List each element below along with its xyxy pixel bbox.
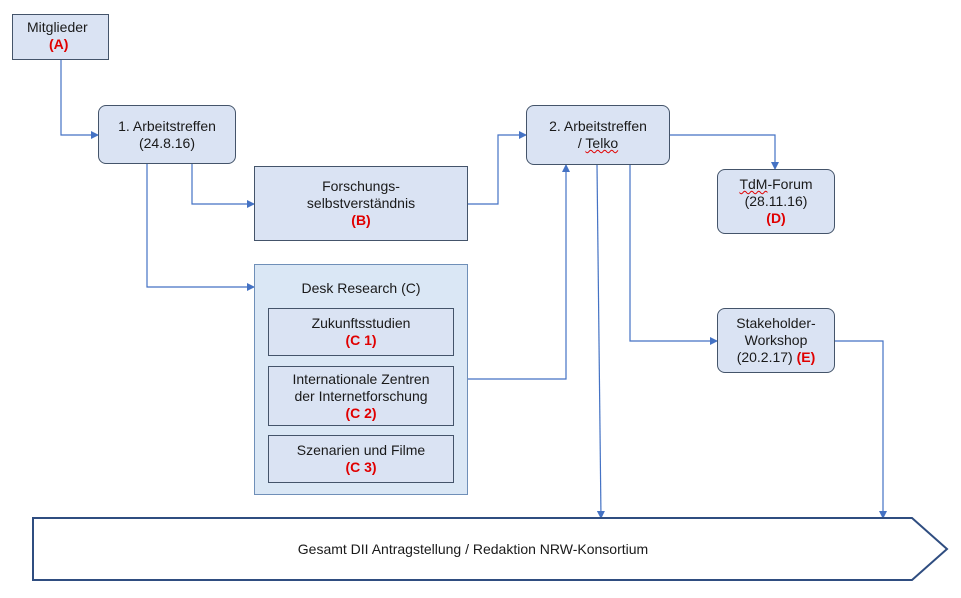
- node-tdm-forum-tdm: TdM: [739, 176, 768, 192]
- desk-item-label: der Internetforschung: [294, 387, 428, 404]
- node-mitglieder-code: (A): [49, 36, 69, 52]
- node-arbeitstreffen-2-subtitle: / Telko: [578, 135, 618, 152]
- node-arbeitstreffen-2-title: 2. Arbeitstreffen: [549, 118, 647, 134]
- node-mitglieder: Mitglieder (A): [12, 14, 109, 60]
- node-arbeitstreffen-2-slash: /: [577, 135, 586, 151]
- node-stakeholder-workshop: Stakeholder- Workshop (20.2.17) (E): [717, 308, 835, 373]
- node-mitglieder-label: Mitglieder: [27, 19, 88, 35]
- node-forschung-code: (B): [351, 212, 371, 228]
- node-tdm-forum-title: TdM-Forum: [739, 176, 812, 193]
- desk-item-zukunftsstudien: Zukunftsstudien (C 1): [268, 308, 454, 356]
- node-stakeholder-line1: Stakeholder-: [736, 315, 816, 331]
- node-tdm-forum: TdM-Forum (28.11.16) (D): [717, 169, 835, 234]
- edge-treffen2-stakeholder: [629, 165, 718, 345]
- group-desk-research: Desk Research (C) Zukunftsstudien (C 1) …: [254, 264, 468, 495]
- edge-mitglieder-treffen1: [60, 60, 99, 139]
- banner-label: Gesamt DII Antragstellung / Redaktion NR…: [297, 541, 649, 557]
- edge-treffen2-tdm: [670, 134, 779, 170]
- edge-desk-treffen2: [468, 164, 570, 380]
- desk-item-code: (C 1): [345, 332, 377, 348]
- node-arbeitstreffen-2: 2. Arbeitstreffen / Telko: [526, 105, 670, 165]
- node-forschungsselbstverstaendnis: Forschungs- selbstverständnis (B): [254, 166, 468, 241]
- banner-arrow-shape: [32, 517, 949, 581]
- node-arbeitstreffen-1-title: 1. Arbeitstreffen: [118, 117, 216, 134]
- desk-item-szenarien-filme: Szenarien und Filme (C 3): [268, 435, 454, 483]
- edge-stakeholder-banner: [835, 340, 887, 519]
- node-tdm-forum-code: (D): [766, 210, 786, 226]
- node-stakeholder-code: (E): [796, 349, 816, 365]
- node-tdm-forum-suffix: -Forum: [767, 176, 813, 192]
- node-forschung-line1: Forschungs-: [322, 178, 400, 194]
- edge-treffen1-desk: [146, 164, 255, 291]
- node-stakeholder-date: (20.2.17): [736, 349, 793, 365]
- desk-item-label: Zukunftsstudien: [311, 315, 411, 331]
- desk-item-label: Internationale Zentren: [292, 370, 430, 387]
- node-arbeitstreffen-1-date: (24.8.16): [138, 134, 196, 151]
- node-stakeholder-line3: (20.2.17) (E): [737, 349, 816, 366]
- desk-item-code: (C 2): [345, 404, 377, 421]
- node-tdm-forum-date: (28.11.16): [744, 193, 808, 209]
- node-forschung-line2: selbstverständnis: [306, 195, 416, 211]
- edge-forschung-treffen2: [468, 131, 527, 205]
- desk-research-title: Desk Research (C): [301, 280, 421, 296]
- edge-treffen1-forschung: [191, 164, 255, 208]
- node-arbeitstreffen-1: 1. Arbeitstreffen (24.8.16): [98, 105, 236, 164]
- desk-item-internationale-zentren: Internationale Zentren der Internetforsc…: [268, 366, 454, 426]
- edge-treffen2-banner: [596, 164, 605, 519]
- node-arbeitstreffen-2-telko: Telko: [585, 135, 619, 151]
- desk-item-code: (C 3): [345, 459, 377, 475]
- desk-item-label: Szenarien und Filme: [296, 442, 426, 458]
- node-stakeholder-line2: Workshop: [744, 332, 808, 348]
